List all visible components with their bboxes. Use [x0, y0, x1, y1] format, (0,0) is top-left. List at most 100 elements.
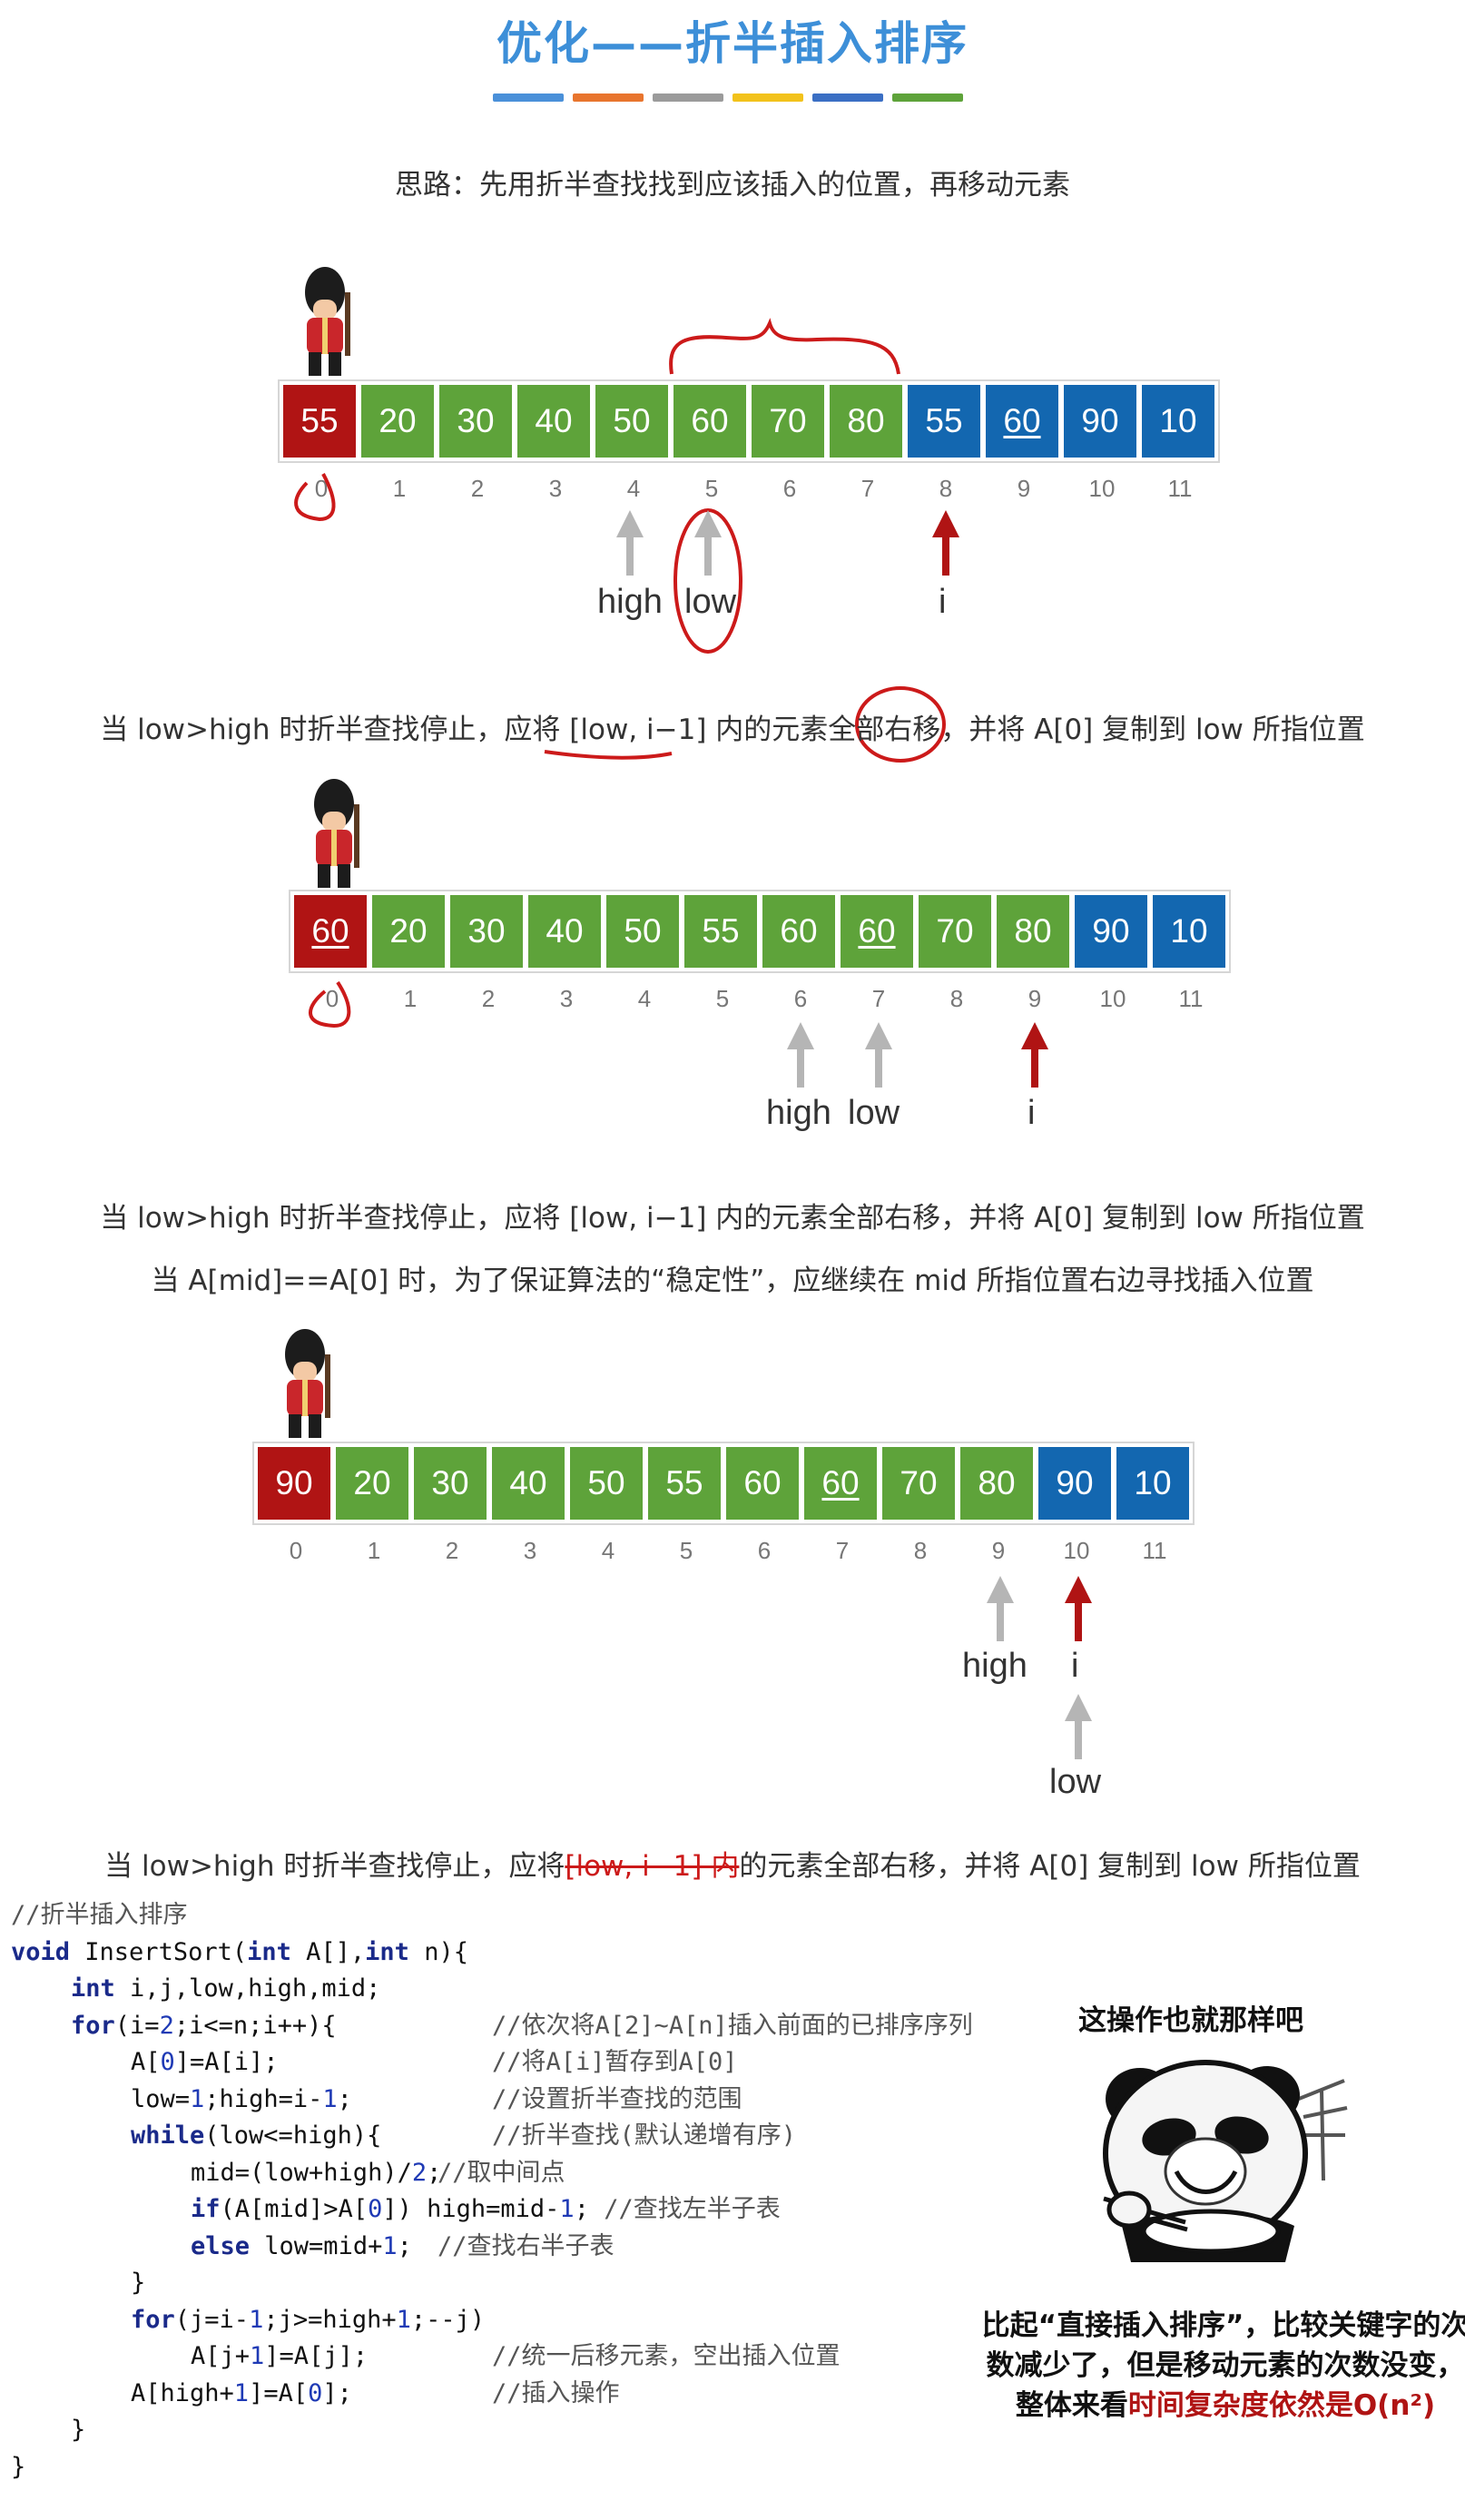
- array-cell: 90: [258, 1447, 330, 1520]
- index-label: 1: [403, 985, 418, 1012]
- title-bar-2: [653, 94, 723, 102]
- index-label: 7: [860, 475, 875, 502]
- code-comment: //取中间点: [438, 2158, 565, 2187]
- circle-annotation-0b: [309, 980, 351, 1029]
- idea-text: 思路：先用折半查找找到应该插入的位置，再移动元素: [395, 169, 1070, 202]
- summary-text: 比起“直接插入排序”，比较关键字的次 数减少了，但是移动元素的次数没变， 整体来…: [981, 2309, 1465, 2422]
- label-i-2: i: [1027, 1094, 1036, 1132]
- caption-4: 当 low>high 时折半查找停止，应将[low, i−1] 内的元素全部右移…: [104, 1850, 1361, 1883]
- array-cell: 50: [606, 895, 679, 968]
- pointer-low-2: [865, 1022, 892, 1088]
- array-cell: 70: [882, 1447, 955, 1520]
- code-comment: //插入操作: [492, 2378, 620, 2407]
- index-label: 7: [835, 1537, 850, 1564]
- title-color-bars: [493, 94, 963, 102]
- index-label: 11: [1167, 475, 1193, 502]
- code-comment: //将A[i]暂存到A[0]: [492, 2048, 738, 2076]
- index-label: 9: [991, 1537, 1006, 1564]
- guard-icon: [289, 265, 361, 383]
- array-cell: 55: [648, 1447, 721, 1520]
- index-label: 10: [1063, 1537, 1090, 1564]
- index-label: 8: [913, 1537, 928, 1564]
- label-high-2: high: [766, 1094, 831, 1132]
- code-comment: //查找右半子表: [438, 2231, 615, 2260]
- guard-icon: [298, 777, 370, 895]
- array-cell: 20: [336, 1447, 408, 1520]
- array-cell: 60: [674, 385, 746, 458]
- array-cell: 60: [726, 1447, 799, 1520]
- array-cell: 10: [1142, 385, 1214, 458]
- brace-annotation: [669, 318, 900, 375]
- array-cell: 30: [414, 1447, 487, 1520]
- pointer-low-1: [694, 510, 722, 576]
- label-low-1: low: [684, 583, 737, 621]
- array-cell: 10: [1153, 895, 1225, 968]
- meme-caption: 这操作也就那样吧: [1078, 2004, 1303, 2037]
- array-cell: 70: [752, 385, 824, 458]
- code-line: int i,j,low,high,mid;: [71, 1974, 381, 2003]
- index-label: 3: [523, 1537, 537, 1564]
- label-high-1: high: [597, 583, 663, 621]
- panda-meme-image: [1086, 2044, 1349, 2275]
- array-cell: 30: [450, 895, 523, 968]
- index-label: 10: [1088, 475, 1116, 502]
- index-label: 2: [481, 985, 496, 1012]
- array-cell: 30: [439, 385, 512, 458]
- title-bar-0: [493, 94, 564, 102]
- index-label: 10: [1099, 985, 1126, 1012]
- code-line: }: [71, 2416, 86, 2444]
- array-cell: 80: [997, 895, 1069, 968]
- code-line: A[high+1]=A[0];//插入操作: [11, 2376, 781, 2413]
- code-line: else low=mid+1;//查找右半子表: [11, 2229, 781, 2266]
- array-cell: 50: [570, 1447, 643, 1520]
- array-cell: 60: [804, 1447, 877, 1520]
- pointer-high-2: [787, 1022, 814, 1088]
- array-cell: 90: [1075, 895, 1147, 968]
- array-cell: 80: [960, 1447, 1033, 1520]
- index-label: 5: [679, 1537, 693, 1564]
- index-label: 3: [559, 985, 574, 1012]
- index-label: 4: [637, 985, 652, 1012]
- array-cell: 20: [361, 385, 434, 458]
- code-line: mid=(low+high)/2;//取中间点: [11, 2155, 781, 2192]
- caption-2: 当 low>high 时折半查找停止，应将 [low, i−1] 内的元素全部右…: [100, 1202, 1365, 1235]
- code-line: low=1;high=i-1;//设置折半查找的范围: [11, 2082, 781, 2119]
- guard-icon: [269, 1327, 341, 1445]
- index-label: 2: [445, 1537, 459, 1564]
- index-label: 6: [793, 985, 808, 1012]
- code-comment: //依次将A[2]~A[n]插入前面的已排序序列: [492, 2011, 973, 2040]
- title-bar-4: [812, 94, 883, 102]
- title-bar-1: [573, 94, 644, 102]
- label-low-2: low: [848, 1094, 900, 1132]
- pointer-low-3: [1065, 1694, 1092, 1759]
- code-comment: //设置折半查找的范围: [492, 2084, 742, 2113]
- index-label: 2: [470, 475, 485, 502]
- pointer-i-2: [1021, 1022, 1048, 1088]
- index-label: 0: [289, 1537, 303, 1564]
- pointer-i-3: [1065, 1576, 1092, 1641]
- index-label: 11: [1142, 1537, 1167, 1564]
- array-cell: 60: [294, 895, 367, 968]
- code-line: while(low<=high){//折半查找(默认递增有序): [11, 2118, 796, 2155]
- index-label: 3: [548, 475, 563, 502]
- circle-annotation-move: [855, 686, 946, 763]
- code-line: //折半插入排序: [11, 1901, 188, 1929]
- label-low-3: low: [1049, 1763, 1102, 1801]
- code-line: A[0]=A[i];//将A[i]暂存到A[0]: [11, 2044, 781, 2082]
- underline-annotation: [544, 750, 673, 760]
- array-cell: 10: [1116, 1447, 1189, 1520]
- array-cell: 40: [528, 895, 601, 968]
- circle-annotation-0: [294, 473, 336, 522]
- label-i-3: i: [1071, 1647, 1079, 1685]
- array-cell: 20: [372, 895, 445, 968]
- index-label: 5: [715, 985, 730, 1012]
- title-bar-3: [732, 94, 803, 102]
- array-cell: 50: [595, 385, 668, 458]
- caption-3: 当 A[mid]==A[0] 时，为了保证算法的“稳定性”，应继续在 mid 所…: [151, 1265, 1314, 1297]
- code-line: for(i=2;i<=n;i++){//依次将A[2]~A[n]插入前面的已排序…: [11, 2008, 973, 2045]
